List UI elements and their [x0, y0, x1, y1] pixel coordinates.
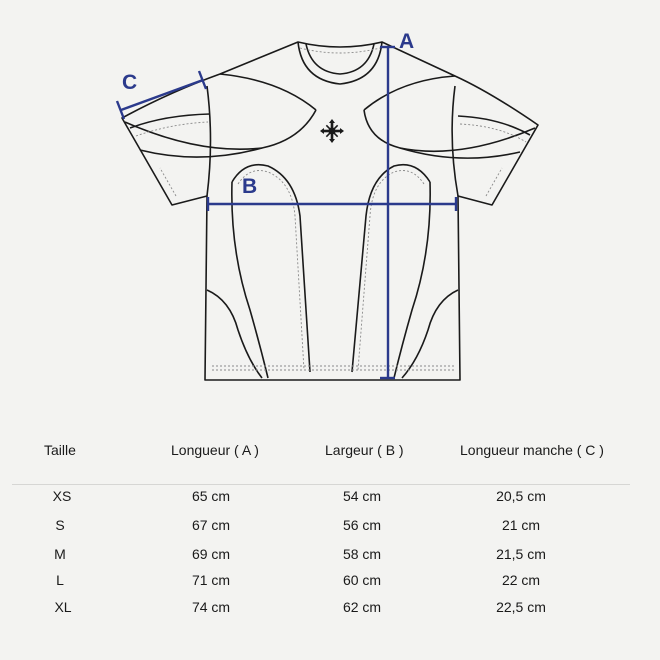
header-longueur: Longueur ( A ): [171, 442, 259, 458]
cell-sleeve-xl: 22,5 cm: [496, 599, 546, 615]
chest-logo-icon: [320, 119, 344, 143]
measurement-lines: [115, 45, 458, 380]
header-longueur-manche: Longueur manche ( C ): [460, 442, 604, 458]
cell-length-m: 69 cm: [191, 546, 231, 562]
label-b: B: [242, 175, 257, 198]
cell-width-xl: 62 cm: [342, 599, 382, 615]
cell-size-s: S: [55, 517, 65, 533]
cell-width-l: 60 cm: [342, 572, 382, 588]
header-largeur: Largeur ( B ): [325, 442, 404, 458]
label-a: A: [399, 30, 414, 53]
label-c: C: [122, 71, 137, 94]
tshirt-outline: [121, 41, 539, 381]
table-divider: [12, 484, 630, 485]
cell-length-s: 67 cm: [191, 517, 231, 533]
tshirt-diagram: A B C: [115, 30, 539, 381]
cell-width-m: 58 cm: [342, 546, 382, 562]
stitching: [135, 47, 527, 371]
cell-size-l: L: [56, 572, 64, 588]
cell-sleeve-l: 22 cm: [501, 572, 541, 588]
cell-width-s: 56 cm: [342, 517, 382, 533]
cell-width-xs: 54 cm: [342, 488, 382, 504]
header-taille: Taille: [44, 442, 76, 458]
measure-c-line: [120, 78, 204, 112]
cell-size-m: M: [54, 546, 66, 562]
cell-sleeve-s: 21 cm: [501, 517, 541, 533]
cell-length-xs: 65 cm: [191, 488, 231, 504]
cell-size-xs: XS: [52, 488, 72, 504]
cell-length-l: 71 cm: [191, 572, 231, 588]
cell-size-xl: XL: [54, 599, 72, 615]
cell-sleeve-m: 21,5 cm: [496, 546, 546, 562]
cell-sleeve-xs: 20,5 cm: [496, 488, 546, 504]
cell-length-xl: 74 cm: [191, 599, 231, 615]
